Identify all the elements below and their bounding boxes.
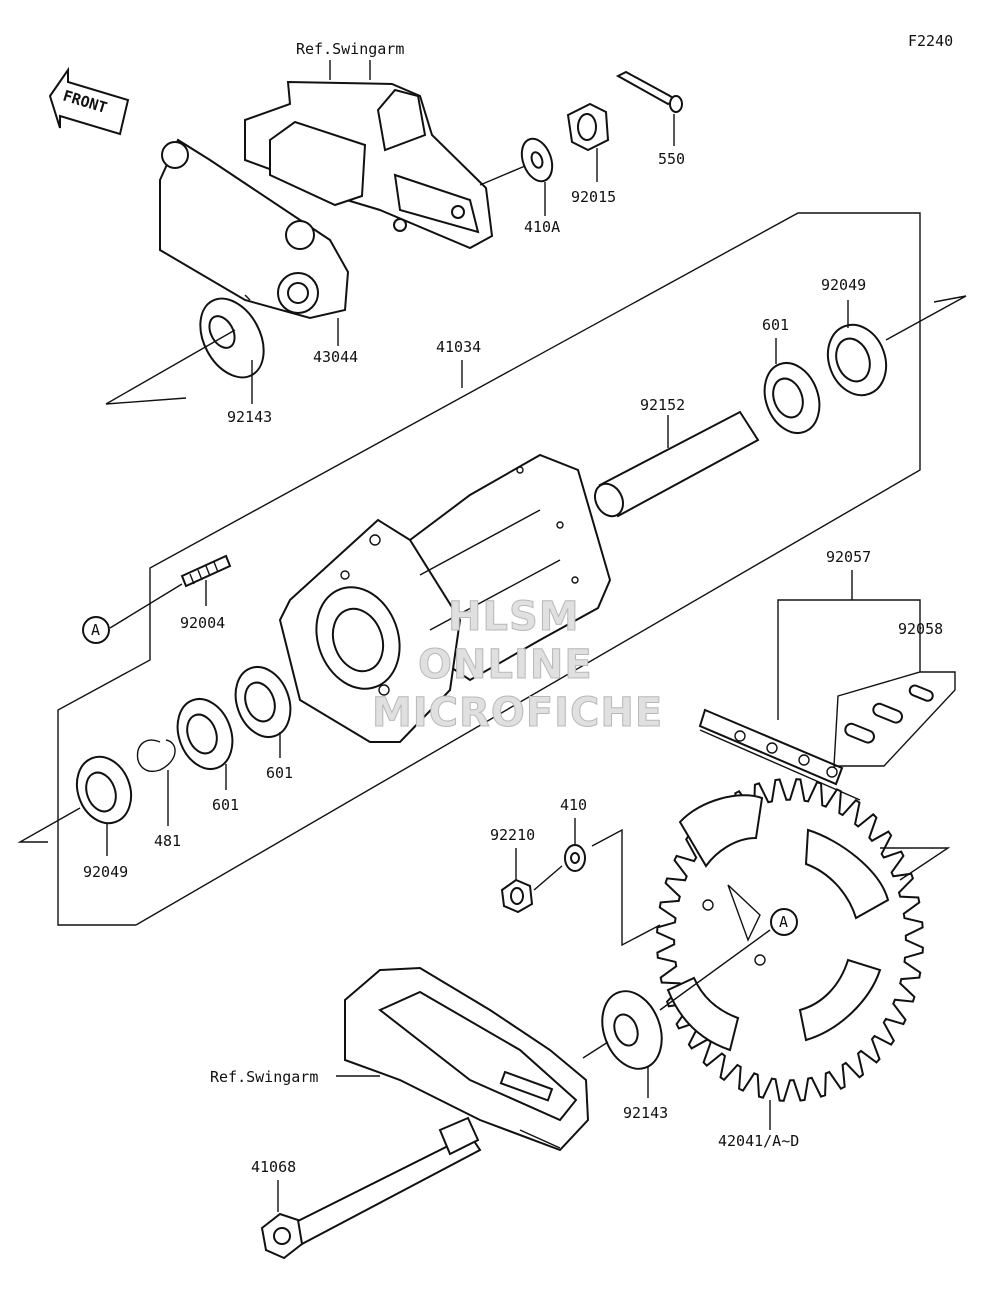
ref-swingarm-bottom: Ref.Swingarm	[210, 1068, 318, 1086]
callout-92058: 92058	[898, 620, 943, 638]
callout-601-low: 601	[212, 796, 239, 814]
callout-481: 481	[154, 832, 181, 850]
callout-92049-low: 92049	[83, 863, 128, 881]
callout-92143-low: 92143	[623, 1104, 668, 1122]
rear-hub	[278, 453, 612, 743]
callout-410A: 410A	[524, 218, 560, 236]
callout-410: 410	[560, 796, 587, 814]
callout-92049-top: 92049	[821, 276, 866, 294]
stud-92004	[109, 554, 232, 629]
oil-seal-92049-low	[17, 755, 133, 856]
callout-41068: 41068	[251, 1158, 296, 1176]
callout-43044: 43044	[313, 348, 358, 366]
bearing-601-mid	[234, 666, 292, 758]
cotter-pin-550	[615, 70, 683, 146]
watermark-line3: MICROFICHE	[372, 690, 663, 736]
swingarm-top	[244, 60, 494, 250]
callout-550: 550	[658, 150, 685, 168]
watermark-line2: ONLINE	[418, 642, 593, 688]
callout-92015: 92015	[571, 188, 616, 206]
figure-id: F2240	[908, 32, 953, 50]
marker-a-left: A	[82, 616, 110, 644]
bearing-601-low	[176, 698, 234, 790]
sprocket-42041	[656, 778, 951, 1130]
callout-41034: 41034	[436, 338, 481, 356]
washer-410	[564, 818, 661, 947]
ref-swingarm-top: Ref.Swingarm	[296, 40, 404, 58]
callout-92057: 92057	[826, 548, 871, 566]
axle-41068	[260, 1116, 482, 1260]
collar-92143-top	[105, 294, 265, 405]
oil-seal-92049-top	[826, 295, 967, 397]
marker-a-sprocket-text: A	[779, 913, 788, 931]
swingarm-bottom	[336, 966, 590, 1152]
circlip-481	[136, 739, 176, 826]
callout-42041: 42041/A~D	[718, 1132, 799, 1150]
watermark-line1: HLSM	[448, 594, 580, 640]
nut-92210	[500, 848, 563, 914]
callout-92143-top: 92143	[227, 408, 272, 426]
callout-601-top: 601	[762, 316, 789, 334]
callout-92152: 92152	[640, 396, 685, 414]
marker-a-sprocket: A	[770, 908, 798, 936]
spacer-92152	[594, 410, 760, 518]
marker-a-left-text: A	[91, 621, 100, 639]
bearing-601-top	[763, 338, 821, 434]
chain-92057	[698, 570, 921, 801]
hub-assembly-outline	[57, 212, 921, 926]
front-arrow-icon: FRONT	[48, 66, 130, 136]
callout-92004: 92004	[180, 614, 225, 632]
callout-92210: 92210	[490, 826, 535, 844]
chain-adjuster-43044	[159, 138, 350, 346]
collar-92143-low	[582, 990, 663, 1098]
callout-601-mid: 601	[266, 764, 293, 782]
watermark: HLSM ONLINE MICROFICHE	[372, 594, 663, 737]
nut-92015	[566, 102, 610, 182]
master-link-92058	[833, 671, 956, 767]
washer-410A	[479, 137, 554, 216]
